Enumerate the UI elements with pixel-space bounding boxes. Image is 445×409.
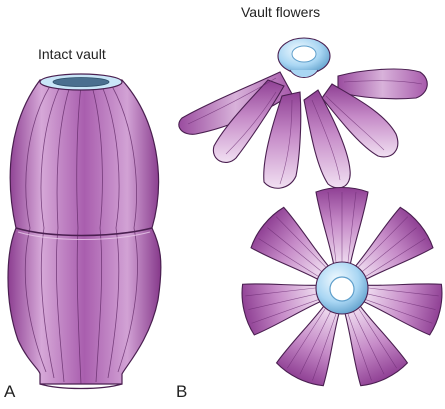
petal	[343, 303, 409, 387]
petal	[315, 186, 369, 267]
petal	[250, 206, 331, 282]
petal	[321, 83, 399, 158]
panel-label-a: A	[4, 382, 16, 401]
petal	[353, 206, 434, 282]
petal	[360, 283, 443, 336]
petal	[241, 283, 324, 336]
petal	[337, 68, 428, 100]
intact-vault	[7, 73, 162, 390]
petal	[212, 79, 285, 163]
vault-flower-side	[178, 37, 428, 189]
vault-ribs	[24, 85, 138, 385]
intact-vault-title: Intact vault	[38, 46, 106, 62]
vault-flowers-title: Vault flowers	[241, 4, 321, 20]
petal	[275, 303, 341, 387]
panel-label-b: B	[176, 382, 188, 401]
vault-flower-top	[241, 186, 443, 387]
vault-waist	[15, 227, 153, 237]
